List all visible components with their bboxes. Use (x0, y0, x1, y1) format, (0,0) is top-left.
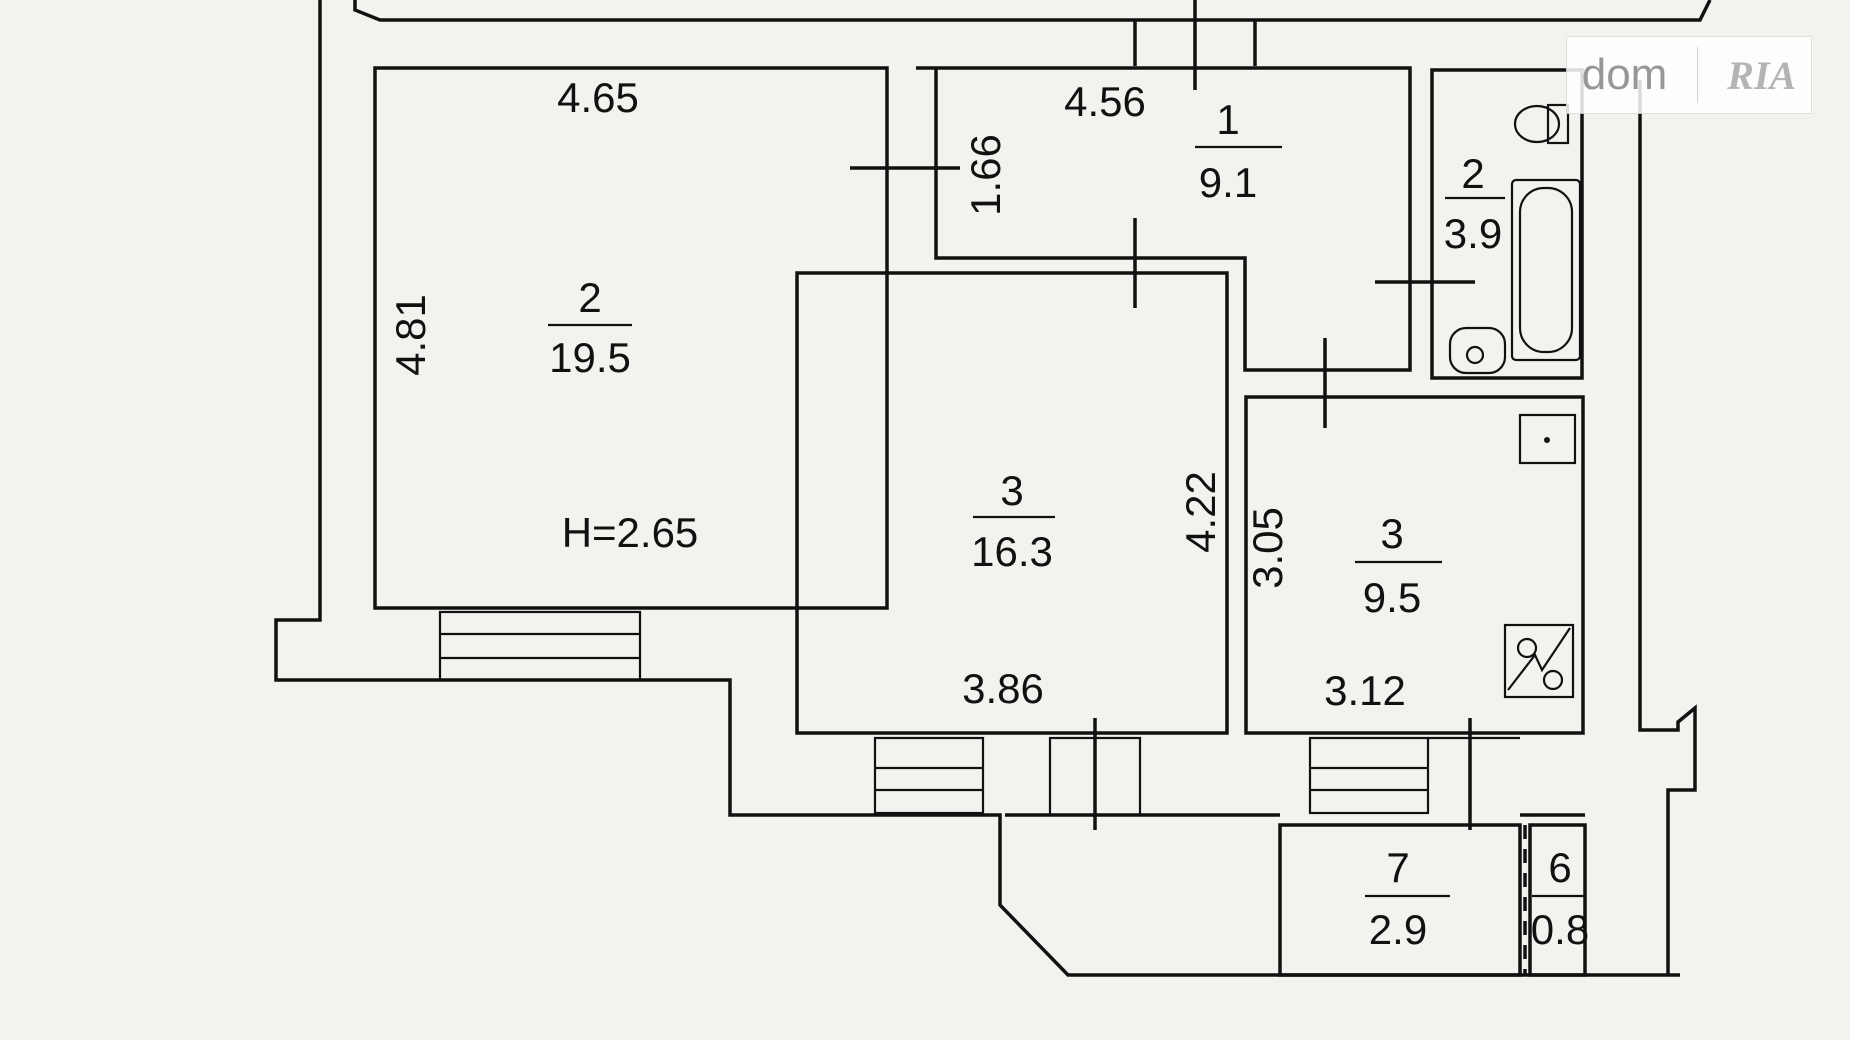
door-marks (850, 0, 1527, 975)
room-3-living-area: 16.3 (971, 528, 1053, 575)
room-walls (373, 66, 1587, 977)
watermark-divider (1696, 47, 1698, 103)
room-labels: 2 19.5 1 9.1 2 3.9 3 16.3 3 9.5 7 2.9 6 … (548, 96, 1589, 953)
room-2-bath-area: 3.9 (1444, 210, 1502, 257)
watermark-dom-text: dom (1581, 50, 1668, 99)
dimension-3-12: 3.12 (1324, 667, 1406, 714)
room-7-number: 7 (1386, 844, 1409, 891)
dimension-labels: 4.65 4.56 1.66 4.81 4.22 3.05 3.86 3.12 … (387, 74, 1406, 714)
dimension-1-66: 1.66 (962, 134, 1009, 216)
room-7-outline (1278, 823, 1522, 977)
dimension-4-81: 4.81 (387, 294, 434, 376)
room-1-area: 9.1 (1199, 159, 1257, 206)
watermark-ria-text: RIA (1727, 52, 1797, 98)
watermark-logo: dom RIA (1566, 36, 1812, 114)
sink-icon (1448, 326, 1507, 375)
kitchen-outline (1244, 395, 1585, 735)
ceiling-height-label: H=2.65 (562, 509, 699, 556)
dimension-3-86: 3.86 (962, 665, 1044, 712)
dimension-4-65: 4.65 (557, 74, 639, 121)
room-6-area: 0.8 (1531, 906, 1589, 953)
room-3-kitchen-area: 9.5 (1363, 574, 1421, 621)
kitchen-sink-icon (1518, 413, 1577, 465)
room-3-living-outline (795, 271, 1229, 735)
dimension-4-22: 4.22 (1177, 471, 1224, 553)
room-6-number: 6 (1548, 844, 1571, 891)
room-2-living-number: 2 (578, 274, 601, 321)
dimension-3-05: 3.05 (1244, 507, 1291, 589)
dimension-4-56: 4.56 (1064, 78, 1146, 125)
bathroom-outline (1430, 68, 1584, 380)
room-2-living-area: 19.5 (549, 334, 631, 381)
stove-icon (1503, 623, 1575, 699)
windows (438, 610, 1520, 817)
bathtub-icon (1510, 178, 1582, 362)
room-7-area: 2.9 (1369, 906, 1427, 953)
room-6-outline (1528, 823, 1587, 977)
toilet-icon (1513, 103, 1570, 145)
room-2-bath-number: 2 (1461, 150, 1484, 197)
fixtures (1448, 103, 1582, 699)
room-3-living-number: 3 (1000, 467, 1023, 514)
room-1-number: 1 (1216, 96, 1239, 143)
room-3-kitchen-number: 3 (1380, 510, 1403, 557)
room-2-living-outline (373, 66, 889, 610)
exterior-walls (274, 0, 1712, 977)
